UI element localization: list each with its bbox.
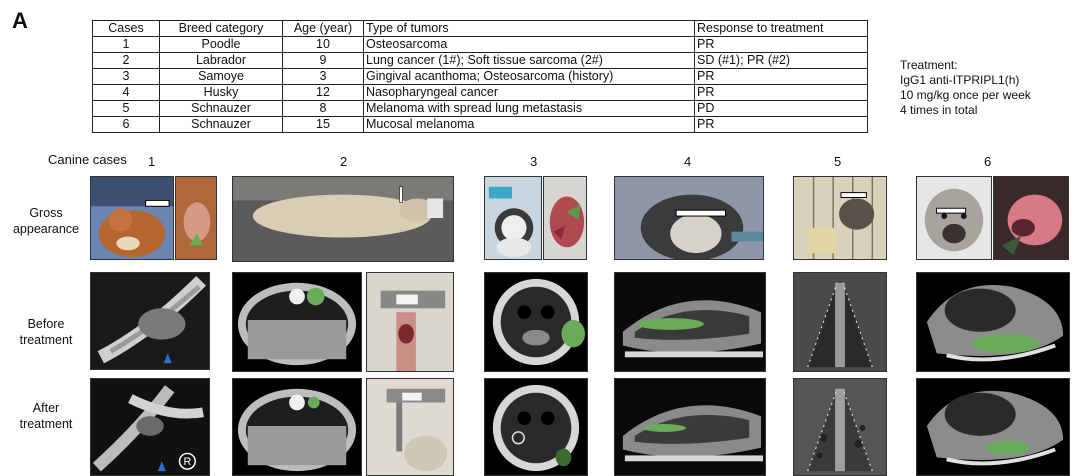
- cell-breed: Samoye: [159, 68, 283, 85]
- row-label-before: Before treatment: [0, 316, 92, 348]
- after-ct-case3: [484, 378, 588, 476]
- after-ct-case6: [916, 378, 1070, 476]
- table-row: 3 Samoye 3 Gingival acanthoma; Osteosarc…: [92, 68, 868, 85]
- before-xray-case1: [90, 272, 210, 370]
- before-ct-case6: [916, 272, 1070, 372]
- case-number: 1: [148, 154, 156, 169]
- cell-case: 6: [92, 116, 160, 133]
- gross-photo-case4: [614, 176, 764, 260]
- cell-age: 3: [282, 68, 364, 85]
- table-row: 5 Schnauzer 8 Melanoma with spread lung …: [92, 100, 868, 117]
- table-row: 4 Husky 12 Nasopharyngeal cancer PR: [92, 84, 868, 101]
- table-row: 1 Poodle 10 Osteosarcoma PR: [92, 36, 868, 53]
- after-ct-case2-chest: [232, 378, 362, 476]
- after-ct-case4: [614, 378, 766, 476]
- cell-response: SD (#1); PR (#2): [694, 52, 868, 69]
- case-number: 6: [984, 154, 992, 169]
- cell-age: 10: [282, 36, 364, 53]
- header-tumor-type: Type of tumors: [363, 20, 695, 37]
- row-label-gross: Gross appearance: [0, 205, 92, 237]
- before-photo-case2-caliper: [366, 272, 454, 372]
- cell-case: 5: [92, 100, 160, 117]
- cell-case: 2: [92, 52, 160, 69]
- header-response: Response to treatment: [694, 20, 868, 37]
- cases-table: Cases Breed category Age (year) Type of …: [92, 20, 868, 133]
- cell-tumor: Melanoma with spread lung metastasis: [363, 100, 695, 117]
- gross-photo-case6-mouth: [993, 176, 1069, 260]
- case-number: 4: [684, 154, 692, 169]
- cell-breed: Labrador: [159, 52, 283, 69]
- cell-tumor: Osteosarcoma: [363, 36, 695, 53]
- xray-marker-letter: R: [183, 456, 191, 468]
- gross-photo-case1-lesion: [175, 176, 217, 260]
- cell-age: 15: [282, 116, 364, 133]
- gross-photo-case2: [232, 176, 454, 262]
- cell-breed: Poodle: [159, 36, 283, 53]
- gross-photo-case5: [793, 176, 887, 260]
- after-xray-case1: R: [90, 378, 210, 476]
- header-cases: Cases: [92, 20, 160, 37]
- case-number: 5: [834, 154, 842, 169]
- before-ct-case5-lungs: [793, 272, 887, 372]
- cell-breed: Schnauzer: [159, 116, 283, 133]
- table-header-row: Cases Breed category Age (year) Type of …: [92, 20, 868, 37]
- table-row: 2 Labrador 9 Lung cancer (1#); Soft tiss…: [92, 52, 868, 69]
- case-number: 3: [530, 154, 538, 169]
- gross-photo-case3-dog: [484, 176, 542, 260]
- cell-tumor: Mucosal melanoma: [363, 116, 695, 133]
- cell-tumor: Lung cancer (1#); Soft tissue sarcoma (2…: [363, 52, 695, 69]
- gross-photo-case1-dog: [90, 176, 174, 260]
- cell-age: 8: [282, 100, 364, 117]
- cell-response: PR: [694, 116, 868, 133]
- before-ct-case2-chest: [232, 272, 362, 372]
- cell-case: 4: [92, 84, 160, 101]
- panel-letter: A: [12, 8, 28, 33]
- treatment-line: 4 times in total: [900, 103, 978, 117]
- cell-breed: Schnauzer: [159, 100, 283, 117]
- row-label-line: treatment: [19, 417, 73, 431]
- cell-age: 9: [282, 52, 364, 69]
- cell-response: PR: [694, 68, 868, 85]
- row-label-line: Gross: [29, 206, 63, 220]
- row-label-line: Before: [27, 317, 65, 331]
- after-photo-case2-caliper: [366, 378, 454, 476]
- table-row: 6 Schnauzer 15 Mucosal melanoma PR: [92, 116, 868, 133]
- cell-breed: Husky: [159, 84, 283, 101]
- canine-cases-title: Canine cases: [48, 152, 127, 167]
- gross-photo-case3-mouth: [543, 176, 587, 260]
- header-age: Age (year): [282, 20, 364, 37]
- before-ct-case3: [484, 272, 588, 372]
- cell-case: 1: [92, 36, 160, 53]
- treatment-note: Treatment: IgG1 anti-ITPRIPL1(h) 10 mg/k…: [900, 58, 1031, 118]
- cell-age: 12: [282, 84, 364, 101]
- cell-tumor: Gingival acanthoma; Osteosarcoma (histor…: [363, 68, 695, 85]
- treatment-line: Treatment:: [900, 58, 958, 72]
- row-label-after: After treatment: [0, 400, 92, 432]
- before-ct-case4: [614, 272, 766, 372]
- after-ct-case5-lungs: [793, 378, 887, 476]
- row-label-line: treatment: [19, 333, 73, 347]
- cell-tumor: Nasopharyngeal cancer: [363, 84, 695, 101]
- row-label-line: appearance: [12, 222, 80, 236]
- treatment-line: IgG1 anti-ITPRIPL1(h): [900, 73, 1020, 87]
- cell-response: PR: [694, 84, 868, 101]
- cell-response: PR: [694, 36, 868, 53]
- header-breed: Breed category: [159, 20, 283, 37]
- treatment-line: 10 mg/kg once per week: [900, 88, 1031, 102]
- cell-response: PD: [694, 100, 868, 117]
- cell-case: 3: [92, 68, 160, 85]
- gross-photo-case6-dog: [916, 176, 992, 260]
- row-label-line: After: [32, 401, 60, 415]
- case-number: 2: [340, 154, 348, 169]
